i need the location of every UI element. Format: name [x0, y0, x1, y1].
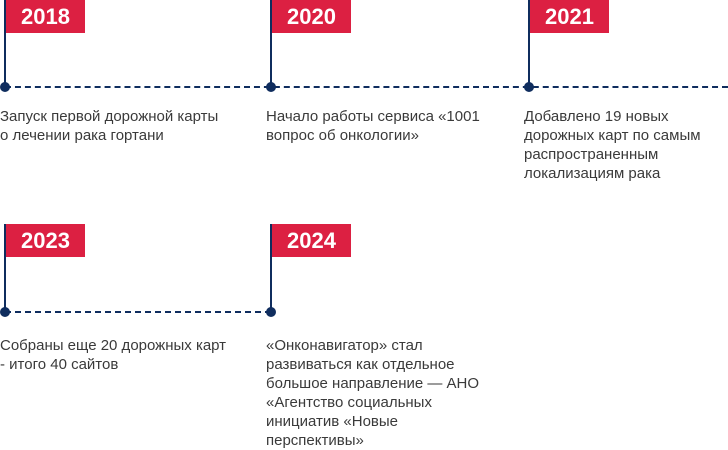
timeline-dot — [0, 307, 10, 317]
timeline-text: Запуск первой дорожной карты о лечении р… — [0, 108, 219, 144]
timeline-dot — [266, 82, 276, 92]
flag-pole — [528, 0, 530, 87]
timeline-line-row-1 — [5, 86, 728, 88]
year-flag: 2024 — [272, 224, 351, 257]
flag-pole — [4, 0, 6, 87]
timeline-line-row-2 — [5, 311, 271, 313]
timeline-text: «Онконавигатор» стал развиваться как отд… — [266, 337, 480, 449]
timeline-text: Начало работы сервиса «1001 вопрос об он… — [266, 108, 480, 144]
flag-pole — [4, 224, 6, 312]
timeline-text: Собраны еще 20 дорожных карт - итого 40 … — [0, 337, 227, 373]
year-flag: 2023 — [6, 224, 85, 257]
year-flag: 2020 — [272, 0, 351, 33]
timeline-dot — [266, 307, 276, 317]
timeline-dot — [0, 82, 10, 92]
timeline-dot — [524, 82, 534, 92]
timeline-text: Добавлено 19 новых дорожных карт по самы… — [524, 108, 701, 182]
flag-pole — [270, 224, 272, 312]
year-flag: 2018 — [6, 0, 85, 33]
year-flag: 2021 — [530, 0, 609, 33]
flag-pole — [270, 0, 272, 87]
